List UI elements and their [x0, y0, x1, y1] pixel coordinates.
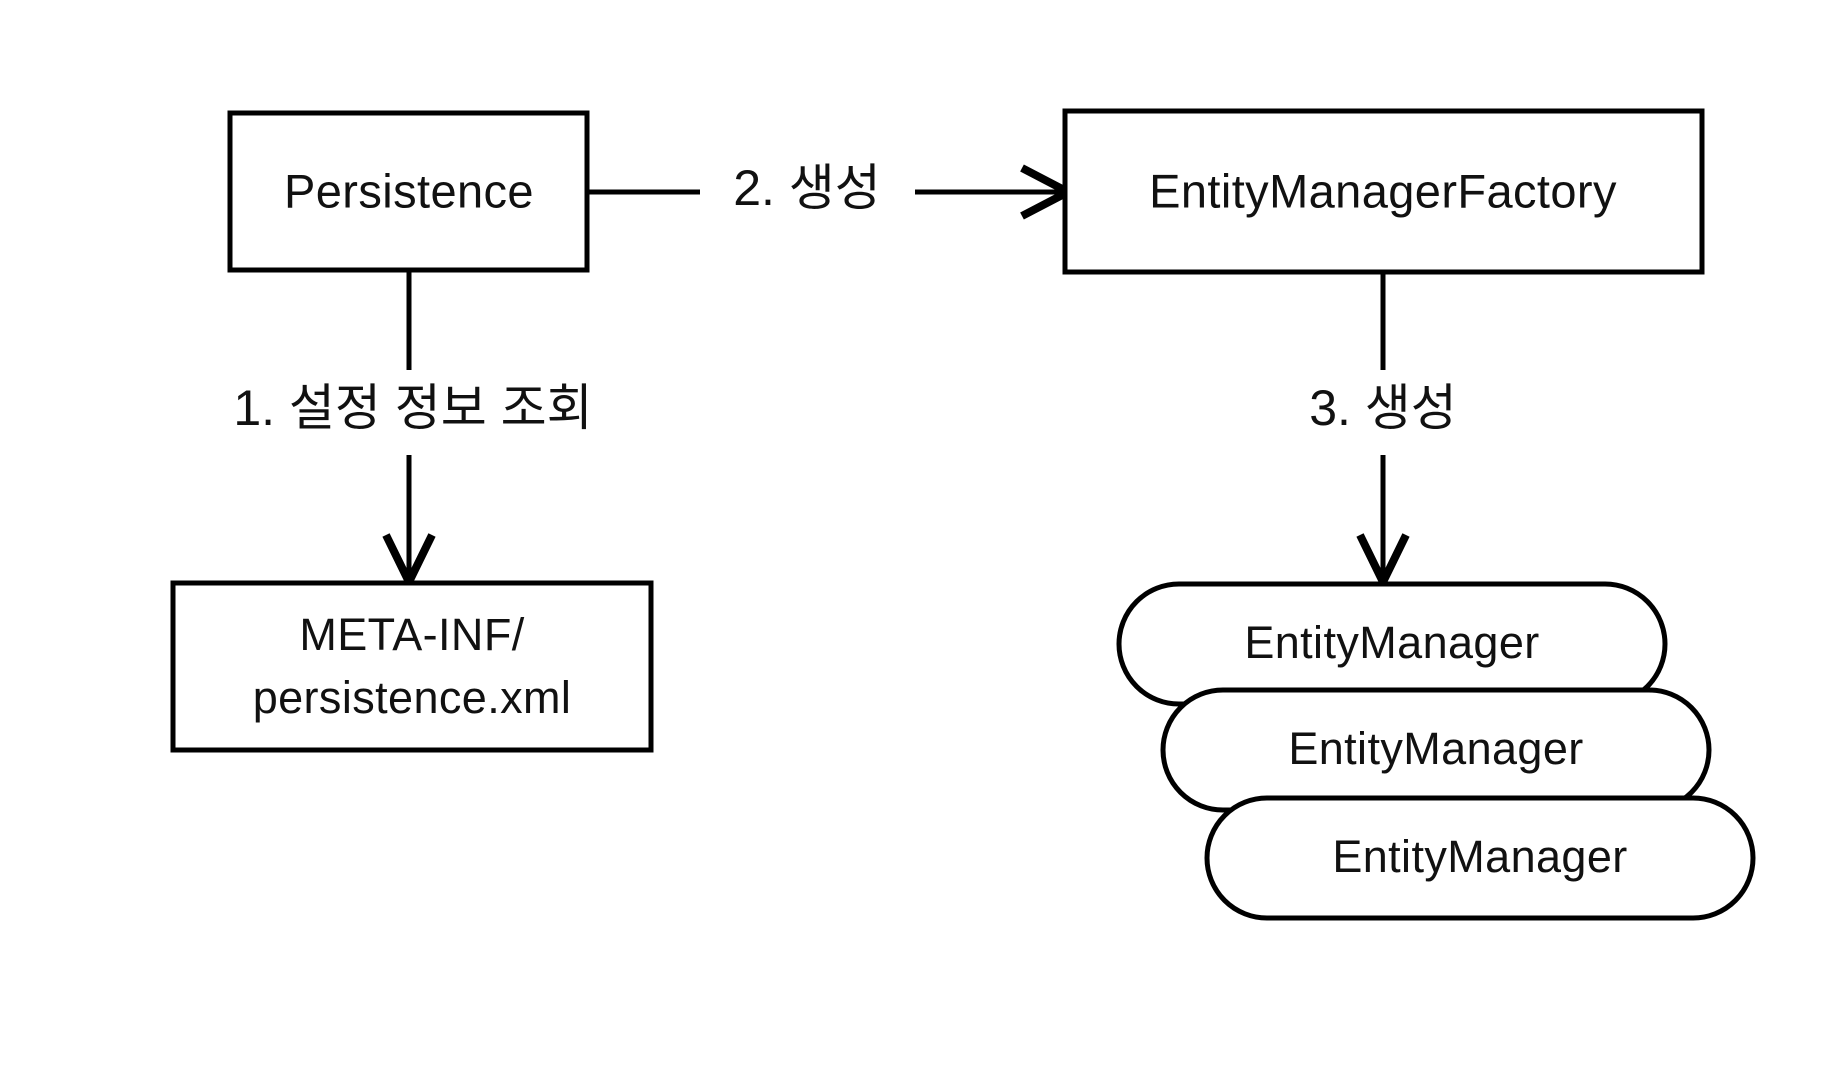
- edge-label-3-group: 3. 생성: [1309, 380, 1457, 436]
- node-persistence-rect[interactable]: [227, 110, 590, 273]
- node-entity-manager-3-shape[interactable]: [1204, 795, 1756, 921]
- edge-label-1: 1. 설정 정보 조회: [233, 380, 592, 436]
- node-entity-manager-2-label: EntityManager: [1288, 723, 1583, 774]
- node-entity-manager-3-label: EntityManager: [1332, 831, 1627, 882]
- node-persistence-xml-label-line1: META-INF/: [299, 609, 524, 660]
- node-entity-manager-factory-label: EntityManagerFactory: [1149, 164, 1617, 217]
- edge-label-1-group: 1. 설정 정보 조회: [233, 380, 592, 436]
- node-persistence-xml-label-line2: persistence.xml: [253, 672, 572, 723]
- node-entity-manager-1[interactable]: EntityManager: [1116, 581, 1668, 707]
- node-entity-manager-2[interactable]: EntityManager: [1160, 687, 1712, 813]
- edge-label-2-group: 2. 생성: [733, 160, 881, 216]
- edge-label-3: 3. 생성: [1309, 380, 1457, 436]
- node-persistence-xml[interactable]: META-INF/ persistence.xml: [170, 580, 654, 753]
- node-entity-manager-factory-rect[interactable]: [1062, 108, 1705, 275]
- node-entity-manager-3[interactable]: EntityManager: [1204, 795, 1756, 921]
- node-persistence-xml-rect[interactable]: [170, 580, 654, 753]
- node-entity-manager-factory[interactable]: EntityManagerFactory: [1062, 108, 1705, 275]
- node-entity-manager-1-label: EntityManager: [1244, 617, 1539, 668]
- node-persistence[interactable]: Persistence: [227, 110, 590, 273]
- edge-label-2: 2. 생성: [733, 160, 881, 216]
- node-persistence-label: Persistence: [284, 164, 534, 217]
